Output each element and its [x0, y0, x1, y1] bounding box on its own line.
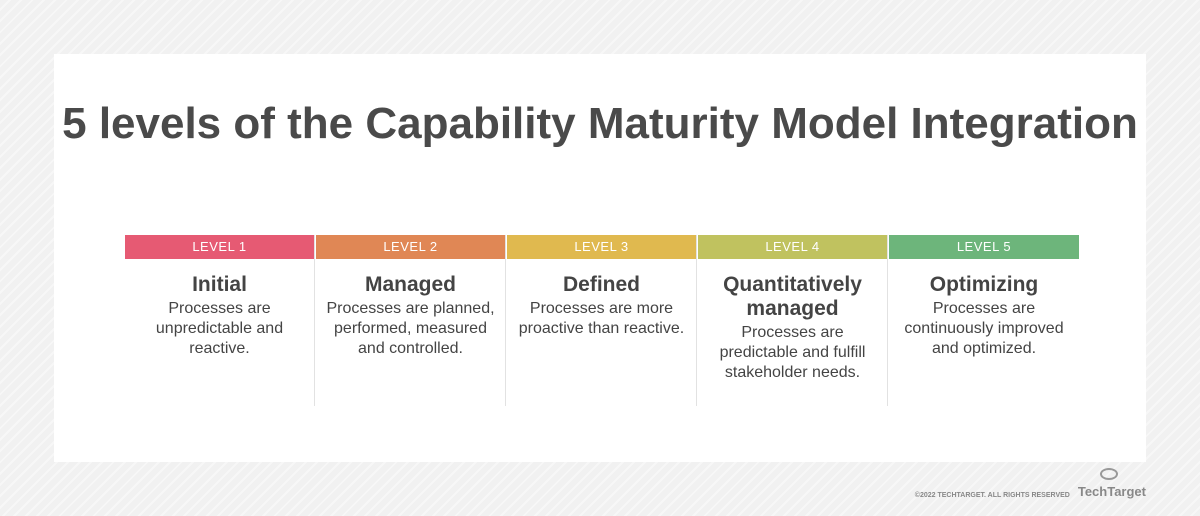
- level-desc: Processes are planned, performed, measur…: [326, 300, 495, 357]
- techtarget-logo: TechTarget: [1078, 468, 1146, 499]
- diagram-card: 5 levels of the Capability Maturity Mode…: [54, 54, 1146, 462]
- level-name: Managed: [364, 273, 456, 296]
- level-bar: LEVEL 1: [125, 235, 314, 259]
- level-desc: Processes are continuously improved and …: [904, 300, 1064, 357]
- eye-icon: [1099, 468, 1118, 480]
- level-bar: LEVEL 3: [507, 235, 696, 259]
- level-desc: Processes are more proactive than reacti…: [518, 300, 685, 337]
- copyright: ©2022 TECHTARGET. ALL RIGHTS RESERVED: [914, 492, 1070, 499]
- level-name: Quantitatively managed: [723, 273, 862, 320]
- level-bar: LEVEL 2: [316, 235, 505, 259]
- level-bar: LEVEL 5: [889, 235, 1079, 259]
- level-bar: LEVEL 4: [698, 235, 887, 259]
- level-desc: Processes are unpredictable and reactive…: [155, 300, 284, 357]
- footer: ©2022 TECHTARGET. ALL RIGHTS RESERVED Te…: [914, 468, 1146, 499]
- level-desc: Processes are predictable and fulfill st…: [719, 324, 866, 381]
- level-name: Defined: [562, 273, 640, 296]
- diagram-title: 5 levels of the Capability Maturity Mode…: [62, 99, 1138, 148]
- level-name: Optimizing: [929, 273, 1039, 296]
- level-name: Initial: [192, 273, 247, 296]
